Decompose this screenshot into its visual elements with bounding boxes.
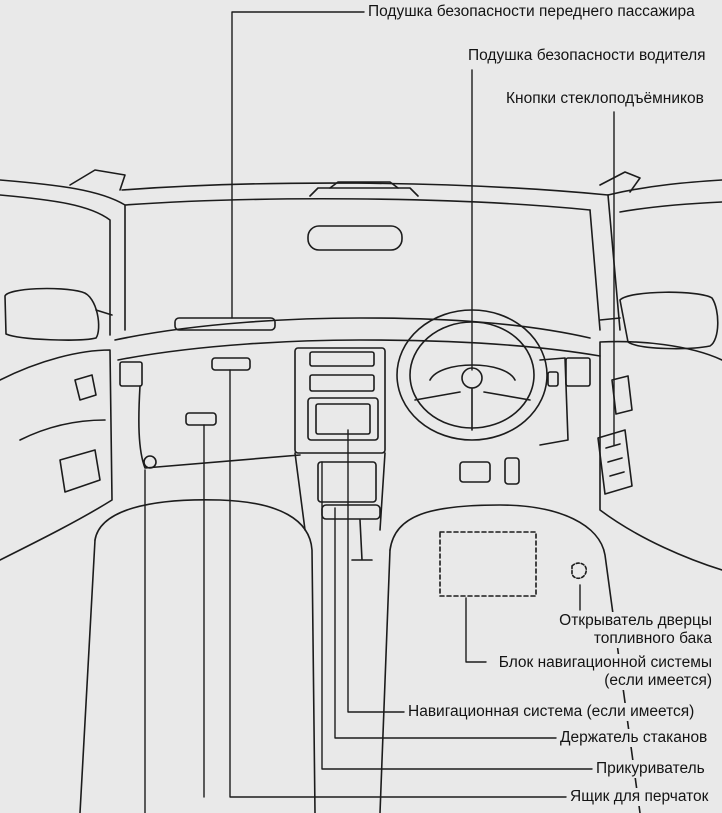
upper-glove-box-latch: [211, 357, 251, 371]
label-cigarette-lighter: Прикуриватель: [594, 760, 707, 778]
leader-lines: [144, 11, 615, 813]
left-air-vent: [119, 361, 143, 387]
cup-holder-drawing: [321, 504, 381, 520]
label-navigation-unit-line2: (если имеется): [604, 672, 712, 689]
label-passenger-airbag: Подушка безопасности переднего пассажира: [366, 3, 697, 21]
left-door: [0, 349, 113, 561]
label-window-buttons: Кнопки стеклоподъёмников: [504, 90, 706, 108]
center-stack: [294, 347, 386, 561]
console-storage: [317, 461, 377, 503]
passenger-airbag-cover: [174, 317, 276, 331]
brake-pedal: [459, 461, 491, 483]
label-navigation-unit-line1: Блок навигационной системы: [498, 654, 712, 671]
label-driver-airbag: Подушка безопасности водителя: [466, 47, 708, 65]
label-navigation-unit: Блок навигационной системы (если имеется…: [496, 654, 714, 690]
fuel-door-opener-drawing: [571, 562, 588, 580]
label-fuel-door-opener-line2: топливного бака: [593, 630, 712, 647]
label-navigation-system: Навигационная система (если имеется): [406, 703, 697, 721]
rearview-mirror: [307, 225, 403, 251]
right-side-mirror: [599, 291, 719, 350]
label-fuel-door-opener: Открыватель дверцы топливного бака: [557, 612, 714, 648]
accelerator-pedal: [504, 457, 520, 485]
label-cup-holder: Держатель стаканов: [558, 729, 710, 747]
glove-box-handle: [185, 412, 217, 426]
right-air-vent: [565, 357, 591, 387]
window-button-panel: [597, 429, 633, 495]
label-fuel-door-opener-line1: Открыватель дверцы: [559, 612, 712, 629]
navigation-screen: [307, 397, 379, 441]
left-seat: [79, 498, 316, 813]
navigation-unit-dashed: [439, 531, 537, 597]
label-glove-box: Ящик для перчаток: [568, 788, 711, 806]
audio-unit: [309, 374, 375, 392]
right-dash-panel: [539, 357, 569, 446]
dash-knob: [143, 455, 157, 469]
dashboard: [114, 317, 601, 469]
left-side-mirror: [4, 287, 113, 341]
right-door: [597, 340, 722, 571]
